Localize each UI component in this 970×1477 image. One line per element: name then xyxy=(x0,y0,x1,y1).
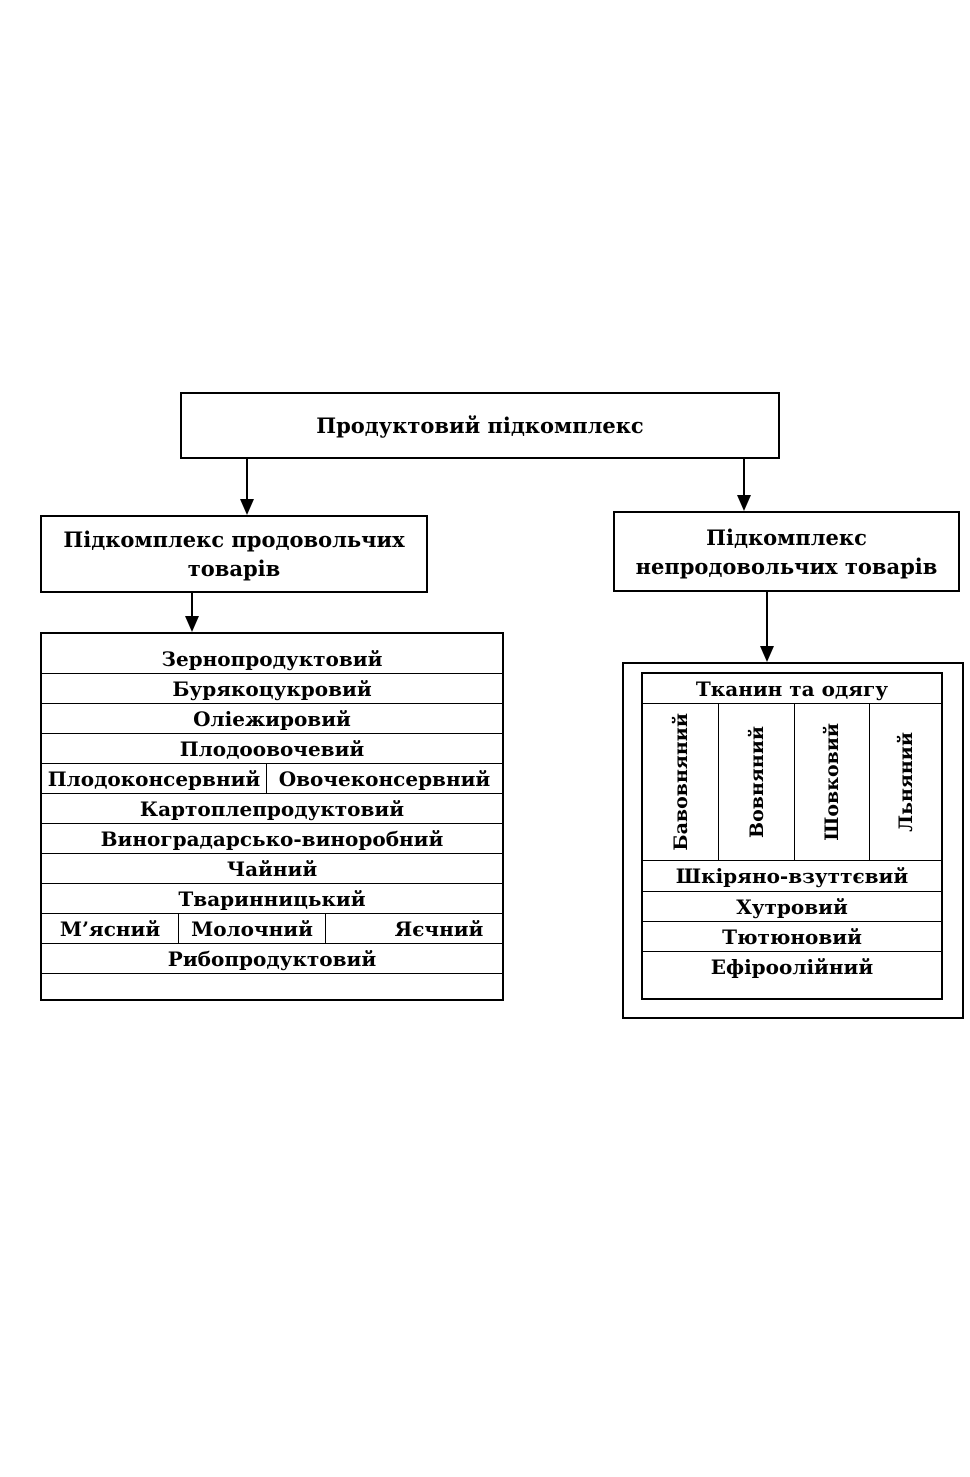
food-row-label: Рибопродуктовий xyxy=(167,946,377,971)
arrowhead-nonfood xyxy=(737,495,751,511)
food-row-grain: Зернопродуктовий xyxy=(42,644,502,674)
food-cell-label: Молочний xyxy=(191,916,313,941)
nonfood-cell-linen: Льняний xyxy=(869,704,941,860)
nonfood-subcomplex-title-line2: непродовольчих товарів xyxy=(635,553,938,579)
nonfood-cell-label: Вовняний xyxy=(745,726,768,838)
food-cell-egg: Яєчний xyxy=(325,914,502,943)
food-branches-table: Зернопродуктовий Бурякоцукровий Оліежиро… xyxy=(40,632,504,1001)
food-row-potato: Картоплепродуктовий xyxy=(42,794,502,824)
food-row-label: Чайний xyxy=(226,856,318,881)
root-node-box: Продуктовий підкомплекс xyxy=(180,392,780,459)
food-row-label: Плодоовочевий xyxy=(179,736,365,761)
food-row-livestock-sub: М’ясний Молочний Яєчний xyxy=(42,914,502,944)
nonfood-row-label: Хутровий xyxy=(736,894,848,919)
connector-root-to-food xyxy=(246,459,248,499)
food-row-canning: Плодоконсервний Овочеконсервний xyxy=(42,764,502,794)
connector-food-to-table xyxy=(191,593,193,616)
nonfood-row-fur: Хутровий xyxy=(643,892,941,922)
nonfood-row-label: Ефіроолійний xyxy=(710,955,874,979)
food-cell-label: М’ясний xyxy=(59,916,161,941)
nonfood-subcomplex-title-line1: Підкомплекс xyxy=(706,524,867,550)
food-row-label: Бурякоцукровий xyxy=(172,676,372,701)
food-cell-dairy: Молочний xyxy=(178,914,325,943)
food-row-fish: Рибопродуктовий xyxy=(42,944,502,974)
nonfood-branches-outer-frame xyxy=(622,662,964,1019)
nonfood-cell-silk: Шовковий xyxy=(794,704,869,860)
arrowhead-food xyxy=(240,499,254,515)
food-cell-label: Яєчний xyxy=(394,916,484,941)
food-row-tea: Чайний xyxy=(42,854,502,884)
root-node-label: Продуктовий підкомплекс xyxy=(316,413,644,438)
nonfood-row-tobacco: Тютюновий xyxy=(643,922,941,952)
nonfood-row-label: Тютюновий xyxy=(722,924,862,949)
nonfood-cell-wool: Вовняний xyxy=(718,704,794,860)
food-subcomplex-title-line2: товарів xyxy=(187,556,281,581)
nonfood-row-textile-columns: Бавовняний Вовняний Шовковий Льняний xyxy=(643,704,941,861)
food-row-livestock: Тваринницький xyxy=(42,884,502,914)
arrowhead-food-table xyxy=(185,616,199,632)
food-cell-label: Плодоконсервний xyxy=(47,766,261,791)
food-row-oil-fat: Оліежировий xyxy=(42,704,502,734)
nonfood-cell-label: Бавовняний xyxy=(669,713,692,851)
food-subcomplex-title-line1: Підкомплекс продовольчих xyxy=(63,527,405,552)
food-row-label: Картоплепродуктовий xyxy=(139,796,405,821)
nonfood-cell-label: Льняний xyxy=(894,732,917,832)
food-cell-fruit-canning: Плодоконсервний xyxy=(42,764,266,793)
food-row-wine: Виноградарсько-виноробний xyxy=(42,824,502,854)
nonfood-cell-label: Шовковий xyxy=(821,723,843,841)
food-row-label: Зернопродуктовий xyxy=(161,646,383,671)
food-row-label: Оліежировий xyxy=(193,706,351,731)
nonfood-cell-cotton: Бавовняний xyxy=(643,704,718,860)
food-row-sugar: Бурякоцукровий xyxy=(42,674,502,704)
food-cell-vegetable-canning: Овочеконсервний xyxy=(266,764,502,793)
nonfood-row-label: Шкіряно-взуттєвий xyxy=(675,864,909,888)
food-row-fruit-vegetable: Плодоовочевий xyxy=(42,734,502,764)
arrowhead-nonfood-table xyxy=(760,646,774,662)
food-cell-label: Овочеконсервний xyxy=(278,766,491,791)
food-row-label: Виноградарсько-виноробний xyxy=(100,826,444,851)
nonfood-row-label: Тканин та одягу xyxy=(695,676,889,701)
connector-nonfood-to-table xyxy=(766,592,768,646)
connector-root-to-nonfood xyxy=(743,459,745,495)
food-row-label: Тваринницький xyxy=(178,886,366,911)
food-cell-meat: М’ясний xyxy=(42,914,178,943)
nonfood-row-leather: Шкіряно-взуттєвий xyxy=(643,861,941,892)
nonfood-row-textile-header: Тканин та одягу xyxy=(643,674,941,704)
food-subcomplex-box: Підкомплекс продовольчих товарів xyxy=(40,515,428,593)
nonfood-branches-table: Тканин та одягу Бавовняний Вовняний Шовк… xyxy=(641,672,943,1000)
nonfood-row-essential-oil: Ефіроолійний xyxy=(643,952,941,982)
nonfood-subcomplex-box: Підкомплекс непродовольчих товарів xyxy=(613,511,960,592)
